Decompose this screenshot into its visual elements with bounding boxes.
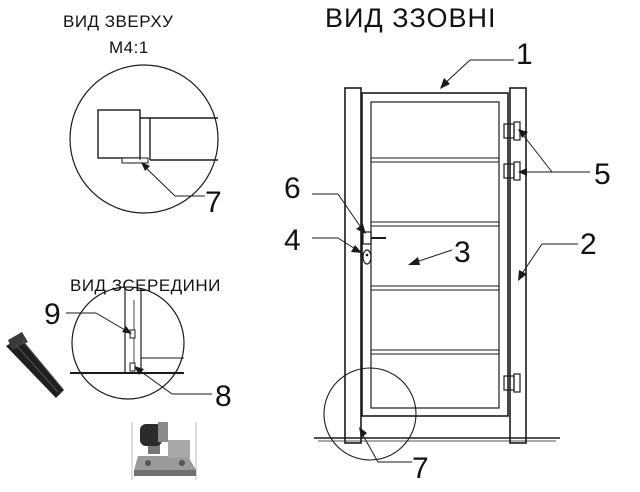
callout-3: 3 (454, 236, 471, 269)
hinge-bracket-photo (131, 422, 197, 480)
callout-2-group: 2 (518, 228, 597, 281)
gate-outside-view (314, 87, 560, 461)
callout-1: 1 (516, 38, 533, 71)
callout-3-group: 3 (408, 236, 471, 269)
inside-view-detail: 9 8 (44, 286, 232, 413)
inside-view-title: ВИД ЗСЕРЕДИНИ (70, 276, 221, 295)
top-view-scale: М4:1 (109, 38, 149, 57)
bolt-photo (6, 332, 64, 398)
callout-7-bottom-group: 7 (359, 427, 429, 485)
callout-6-group: 6 (284, 172, 366, 234)
callout-8: 8 (215, 380, 232, 413)
callout-6: 6 (284, 172, 301, 205)
callout-1-group: 1 (440, 38, 533, 89)
top-view-detail: 7 (69, 64, 222, 219)
callout-2: 2 (580, 228, 597, 261)
callout-5-group: 5 (518, 129, 611, 191)
callout-9: 9 (44, 298, 61, 331)
callout-4: 4 (284, 224, 301, 257)
callout-5: 5 (594, 158, 611, 191)
callout-4-group: 4 (284, 224, 362, 257)
top-view-title: ВИД ЗВЕРХУ (63, 12, 173, 31)
callout-7-top: 7 (205, 186, 222, 219)
callout-7-bottom: 7 (412, 452, 429, 485)
outside-view-title: ВИД ЗЗОВНІ (325, 3, 497, 33)
